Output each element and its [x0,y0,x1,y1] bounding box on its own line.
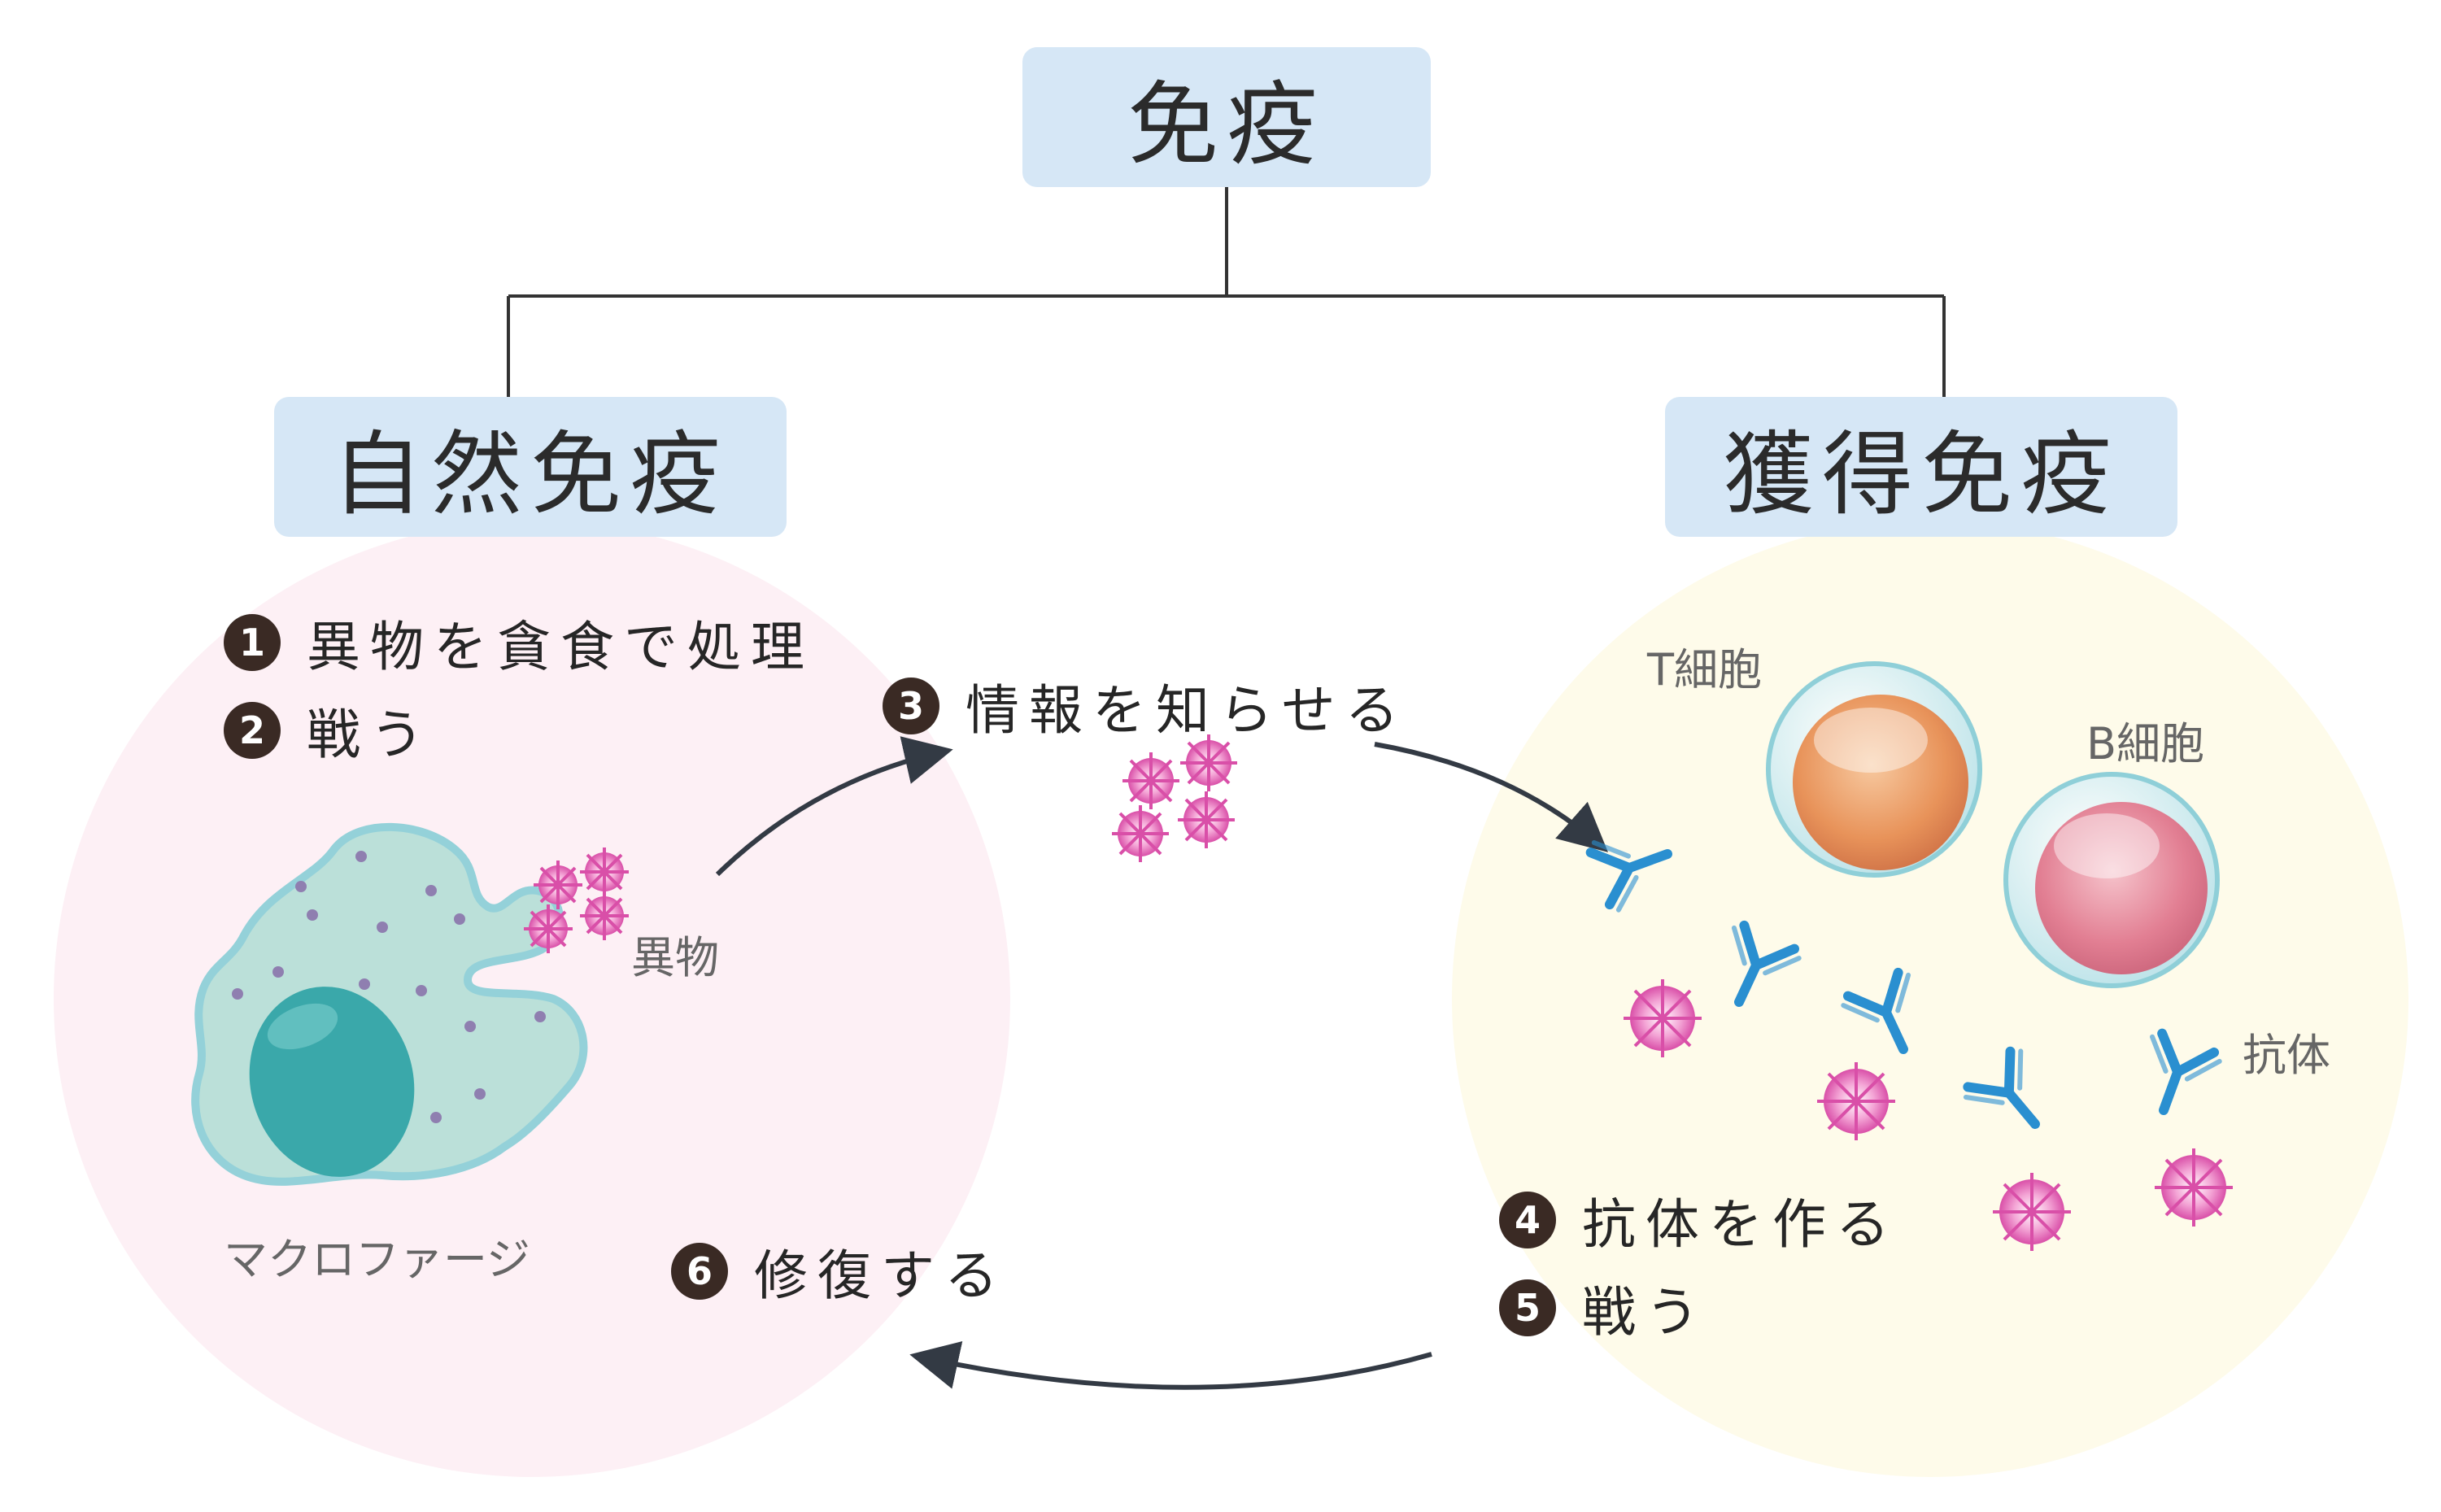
macrophage-illustration [191,822,588,1186]
step-5-badge: 5 [1499,1279,1556,1336]
step-6-badge: 6 [671,1243,728,1300]
immunity-title: 免疫 [1127,72,1326,178]
step-2-text: 戦う [307,704,434,766]
innate-immunity-box: 自然免疫 [274,397,787,537]
arrow-to-acquired [1374,742,1609,852]
step-4-text: 抗体を作る [1582,1193,1899,1256]
step-1-badge: 1 [224,614,281,671]
step-1: 1 異物を貪食で処理 [224,603,814,682]
step-6: 6 修復する [671,1232,1008,1310]
step-1-text: 異物を貪食で処理 [307,616,814,678]
step-2: 2 戦う [224,691,434,769]
step-3: 3 情報を知らせる [883,667,1409,745]
step-2-badge: 2 [224,702,281,759]
t-cell-label: T細胞 [1647,644,1762,695]
b-cell-label: B細胞 [2086,718,2205,769]
foreign-substance-label: 異物 [631,932,719,983]
step-5-text: 戦う [1582,1281,1709,1344]
flow-arrows [715,736,1609,1390]
antigen-spikes [524,734,2233,1251]
immunity-title-box: 免疫 [1022,47,1431,187]
acquired-immunity-title: 獲得免疫 [1723,422,2120,528]
tree-connectors [507,187,1946,397]
innate-immunity-title: 自然免疫 [332,422,729,528]
t-cell-illustration [1766,661,1982,878]
step-4: 4 抗体を作る [1499,1181,1899,1259]
step-6-text: 修復する [754,1244,1008,1307]
step-4-badge: 4 [1499,1192,1556,1248]
step-3-text: 情報を知らせる [966,679,1409,742]
arrow-to-repair [909,1341,1432,1390]
arrow-to-info [715,736,953,877]
step-3-badge: 3 [883,678,939,734]
antibody-label: 抗体 [2243,1030,2330,1081]
acquired-immunity-box: 獲得免疫 [1665,397,2177,537]
macrophage-label: マクロファージ [224,1234,530,1285]
step-5: 5 戦う [1499,1269,1709,1347]
b-cell-illustration [2003,772,2220,988]
